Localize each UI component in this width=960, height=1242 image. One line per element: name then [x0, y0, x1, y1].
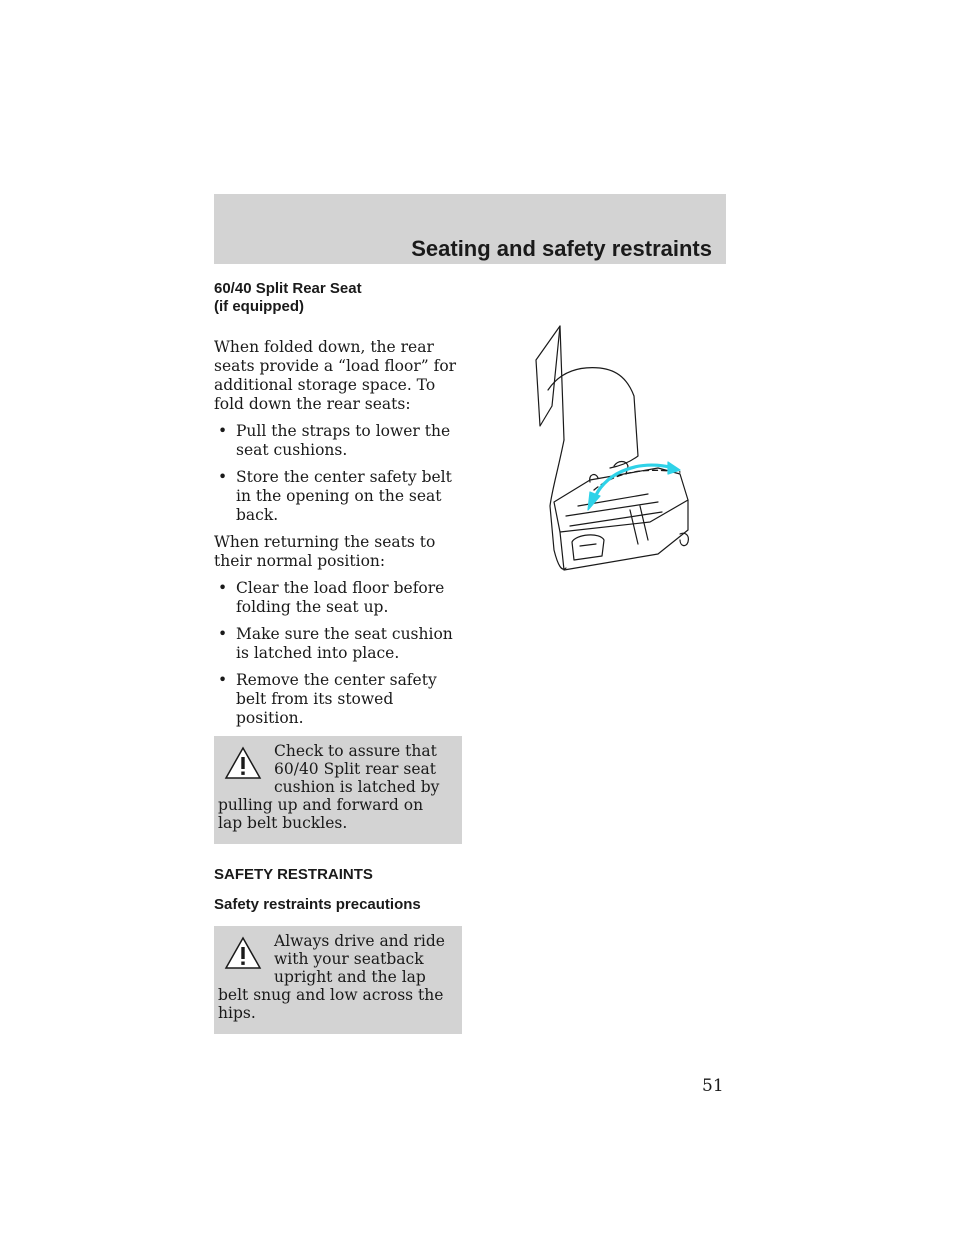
main-column: 60/40 Split Rear Seat (if equipped) When…: [214, 280, 462, 1056]
list-item: • Make sure the seat cushion is latched …: [214, 625, 462, 663]
list-item: • Store the center safety belt in the op…: [214, 468, 462, 525]
return-step-text: Make sure the seat cushion is latched in…: [236, 625, 453, 662]
bullet-glyph: •: [218, 422, 228, 440]
rear-seat-intro: When folded down, the rear seats provide…: [214, 338, 457, 413]
seatback-warning-text: Always drive and ride with your seatback…: [218, 932, 445, 1022]
list-item: • Clear the load floor before folding th…: [214, 579, 462, 617]
header-band: Seating and safety restraints: [214, 194, 726, 264]
safety-restraints-heading: SAFETY RESTRAINTS: [214, 866, 373, 883]
fold-step-text: Store the center safety belt in the open…: [236, 468, 452, 524]
rear-seat-heading-line1: 60/40 Split Rear Seat: [214, 280, 362, 297]
page-number: 51: [702, 1076, 724, 1096]
restraints-precautions-subheading: Safety restraints precautions: [214, 896, 421, 913]
page-header-title: Seating and safety restraints: [411, 236, 712, 261]
return-step-text: Clear the load floor before folding the …: [236, 579, 445, 616]
fold-step-text: Pull the straps to lower the seat cushio…: [236, 422, 451, 459]
bullet-glyph: •: [218, 625, 228, 643]
return-steps-list: • Clear the load floor before folding th…: [214, 579, 462, 728]
rear-seat-heading-line2: (if equipped): [214, 298, 304, 315]
return-step-text: Remove the center safety belt from its s…: [236, 671, 437, 727]
bullet-glyph: •: [218, 468, 228, 486]
warning-triangle-icon: [224, 746, 262, 779]
warning-triangle-icon: [224, 936, 262, 969]
fold-steps-list: • Pull the straps to lower the seat cush…: [214, 422, 462, 525]
return-intro: When returning the seats to their normal…: [214, 533, 436, 570]
bullet-glyph: •: [218, 671, 228, 689]
rear-seat-heading: 60/40 Split Rear Seat (if equipped): [214, 280, 462, 316]
list-item: • Pull the straps to lower the seat cush…: [214, 422, 462, 460]
seat-cushion-warning-text: Check to assure that 60/40 Split rear se…: [218, 742, 440, 832]
list-item: • Remove the center safety belt from its…: [214, 671, 462, 728]
seat-cushion-warning-box: Check to assure that 60/40 Split rear se…: [214, 736, 462, 844]
bullet-glyph: •: [218, 579, 228, 597]
rear-seat-fold-illustration: [535, 325, 689, 571]
seatback-warning-box: Always drive and ride with your seatback…: [214, 926, 462, 1034]
